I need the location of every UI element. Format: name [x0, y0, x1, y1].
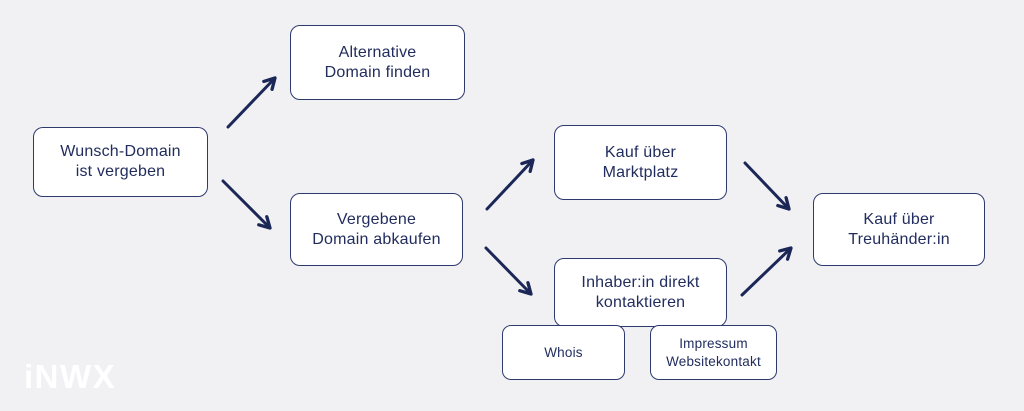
- node-vergebene-domain-abkaufen: Vergebene Domain abkaufen: [290, 193, 463, 266]
- node-alternative-domain-finden: Alternative Domain finden: [290, 25, 465, 100]
- node-label-line: Impressum: [679, 335, 748, 351]
- node-label-line: Kauf über: [604, 143, 677, 161]
- node-whois: Whois: [502, 325, 625, 380]
- edge-wunsch-to-alternative: [226, 76, 277, 129]
- inwx-logo: iNWX: [24, 358, 117, 395]
- edge-wunsch-to-vergebene: [221, 179, 272, 230]
- node-label-line: kontaktieren: [595, 293, 686, 311]
- node-label-line: Alternative: [338, 43, 417, 61]
- node-label-line: Inhaber:in direkt: [581, 273, 700, 291]
- edge-inhaber-to-treuhaender: [740, 246, 793, 297]
- node-label-line: Whois: [544, 344, 583, 360]
- node-inhaberin-direkt-kontaktieren: Inhaber:in direkt kontaktieren: [554, 258, 727, 327]
- node-label-line: Marktplatz: [602, 163, 679, 181]
- node-wunsch-domain-ist-vergeben: Wunsch-Domain ist vergeben: [33, 127, 208, 197]
- node-label-line: Domain abkaufen: [312, 230, 441, 248]
- node-label-line: Wunsch-Domain: [60, 143, 181, 160]
- node-kauf-ueber-treuhaenderin: Kauf über Treuhänder:in: [813, 193, 985, 266]
- node-label-line: Domain finden: [324, 63, 431, 81]
- edge-marktplatz-to-treuhaender: [743, 161, 791, 211]
- node-label-line: Websitekontakt: [666, 353, 761, 369]
- node-label-line: ist vergeben: [75, 163, 166, 180]
- node-label-line: Treuhänder:in: [848, 230, 950, 248]
- edge-vergebene-to-inhaber: [484, 246, 533, 296]
- edge-vergebene-to-marktplatz: [485, 158, 535, 211]
- node-impressum-websitekontakt: Impressum Websitekontakt: [650, 325, 777, 380]
- node-label-line: Kauf über: [863, 210, 935, 228]
- node-kauf-ueber-marktplatz: Kauf über Marktplatz: [554, 125, 727, 200]
- node-label-line: Vergebene: [336, 210, 417, 228]
